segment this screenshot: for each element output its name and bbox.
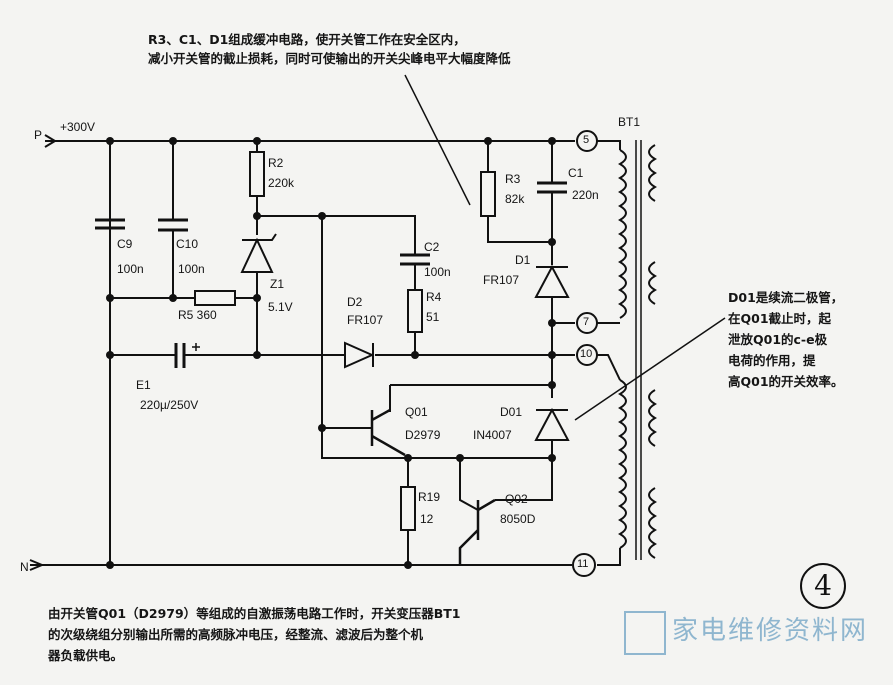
pin-10: 10 (580, 348, 593, 360)
label-d2-value: FR107 (347, 313, 384, 327)
label-c2-value: 100n (424, 265, 451, 279)
watermark-text: 家电维修资料网 (672, 616, 869, 646)
label-d1-value: FR107 (483, 273, 520, 287)
watermark-logo-box (624, 611, 666, 655)
label-300v: +300V (60, 120, 96, 134)
label-r4-value: 51 (426, 310, 440, 324)
label-p: P (34, 128, 43, 142)
input-arrow-p (44, 134, 57, 148)
label-d01-value: IN4007 (473, 428, 512, 442)
resistor-r2 (249, 151, 265, 197)
note-line: 由开关管Q01（D2979）等组成的自激振荡电路工作时，开关变压器BT1 (48, 606, 461, 621)
diode-d1 (534, 264, 570, 298)
label-z1: Z1 (270, 277, 285, 291)
capacitor-c2 (400, 253, 430, 266)
label-d2: D2 (347, 295, 363, 309)
label-c1-value: 220n (572, 188, 599, 202)
capacitor-e1 (174, 343, 186, 368)
label-q01-value: D2979 (405, 428, 441, 442)
label-n: N (20, 560, 29, 574)
label-q02-value: 8050D (500, 512, 536, 526)
transistor-q01 (370, 408, 406, 457)
label-e1: E1 (136, 378, 151, 392)
transistor-q02 (458, 498, 496, 565)
note-description: 由开关管Q01（D2979）等组成的自激振荡电路工作时，开关变压器BT1 的次级… (48, 603, 460, 666)
label-z1-value: 5.1V (268, 300, 293, 314)
label-q01: Q01 (405, 405, 428, 419)
label-e1-value: 220µ/250V (140, 398, 199, 412)
capacitor-c1 (537, 181, 567, 194)
leader-lines (404, 74, 726, 421)
note-line: 泄放Q01的c-e极 (728, 332, 828, 347)
resistor-r3 (480, 171, 496, 217)
pin-circles (572, 130, 598, 577)
diode-d2 (344, 341, 375, 369)
label-d01: D01 (500, 405, 523, 419)
resistor-r19 (400, 486, 416, 531)
junction-dots (106, 137, 556, 569)
note-line: 电荷的作用，提 (728, 353, 816, 368)
label-r2-value: 220k (268, 176, 295, 190)
label-r5: R5 360 (178, 308, 217, 322)
pin-11: 11 (577, 558, 589, 570)
note-line: 高Q01的开关效率。 (728, 374, 844, 389)
label-r3: R3 (505, 172, 521, 186)
capacitor-c10 (158, 218, 188, 232)
note-snubber-line2: 减小开关管的截止损耗，同时可使输出的开关尖峰电平大幅度降低 (148, 51, 511, 66)
note-line: 在Q01截止时，起 (728, 311, 832, 326)
label-r4: R4 (426, 290, 442, 304)
note-line: 的次级绕组分别输出所需的高频脉冲电压，经整流、滤波后为整个机 (48, 627, 424, 642)
note-freewheel-diode: D01是续流二极管， 在Q01截止时，起 泄放Q01的c-e极 电荷的作用，提 … (728, 287, 844, 392)
label-c9-value: 100n (117, 262, 144, 276)
pin-7: 7 (583, 316, 590, 328)
label-r19: R19 (418, 490, 441, 504)
label-c10-value: 100n (178, 262, 205, 276)
zener-z1 (240, 233, 277, 273)
transformer-bt1 (597, 140, 657, 566)
components (29, 134, 570, 571)
label-c2: C2 (424, 240, 440, 254)
input-arrow-n (29, 559, 45, 571)
capacitor-c9 (95, 218, 125, 230)
label-r2: R2 (268, 156, 284, 170)
label-c10: C10 (176, 237, 199, 251)
resistor-r5 (194, 290, 236, 306)
note-line: 器负载供电。 (48, 648, 124, 663)
pin-5: 5 (583, 134, 590, 146)
label-r3-value: 82k (505, 192, 525, 206)
diode-d01 (534, 407, 570, 441)
resistor-r4 (407, 289, 423, 333)
label-q02: Q02 (505, 492, 528, 506)
label-c1: C1 (568, 166, 584, 180)
note-line: D01是续流二极管， (728, 290, 844, 305)
note-snubber-line1: R3、C1、D1组成缓冲电路，使开关管工作在安全区内， (148, 32, 466, 47)
label-bt1: BT1 (618, 115, 641, 129)
note-snubber: R3、C1、D1组成缓冲电路，使开关管工作在安全区内， 减小开关管的截止损耗，同… (148, 30, 511, 68)
label-c9: C9 (117, 237, 133, 251)
label-d1: D1 (515, 253, 531, 267)
label-r19-value: 12 (420, 512, 434, 526)
figure-number: 4 (800, 563, 846, 609)
